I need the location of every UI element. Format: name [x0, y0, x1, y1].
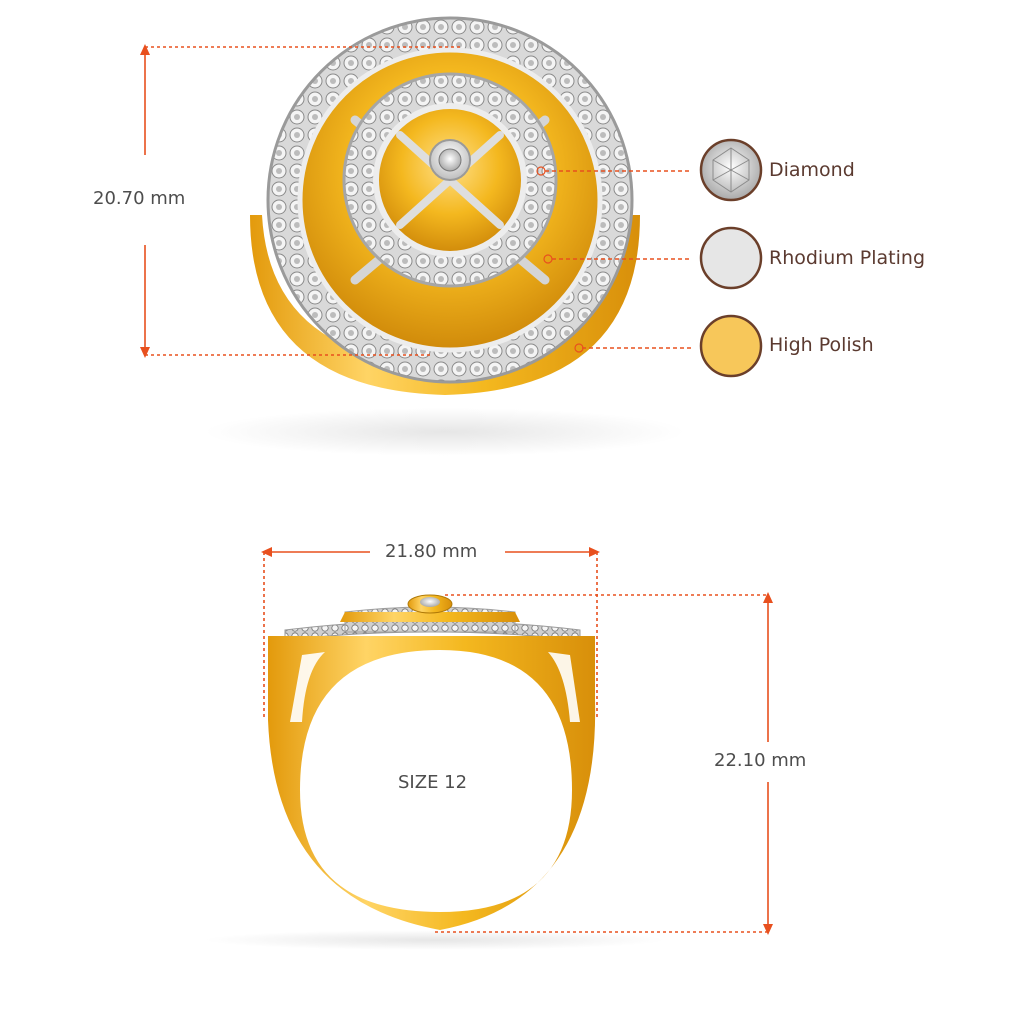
size-label: SIZE 12 [398, 772, 468, 793]
width-dimension [261, 547, 600, 720]
side-cutout-left [290, 652, 325, 722]
diamond-facets-icon [712, 147, 750, 193]
side-shadow [205, 930, 665, 950]
gold-swatch-icon [699, 314, 763, 378]
top-ring-shadow [205, 408, 685, 456]
side-cutout-right [548, 652, 580, 722]
top-height-dimension [140, 44, 462, 358]
legend-pointers [545, 170, 692, 349]
legend-high-polish-label: High Polish [769, 334, 874, 356]
rhodium-swatch-icon [699, 226, 763, 290]
legend-rhodium-label: Rhodium Plating [769, 247, 926, 269]
top-view-ring [205, 16, 685, 456]
side-height-label: 22.10 mm [714, 750, 807, 771]
legend-diamond-label: Diamond [769, 159, 855, 181]
top-height-label: 20.70 mm [93, 188, 186, 209]
side-view-ring [205, 594, 665, 950]
legend-pointer-dots [536, 166, 584, 353]
side-gold-raised [340, 612, 520, 622]
side-height-dimension [435, 592, 773, 935]
center-diamond [438, 148, 462, 172]
legend-swatches [699, 138, 763, 378]
width-label: 21.80 mm [385, 541, 478, 562]
side-diamond [420, 597, 440, 607]
